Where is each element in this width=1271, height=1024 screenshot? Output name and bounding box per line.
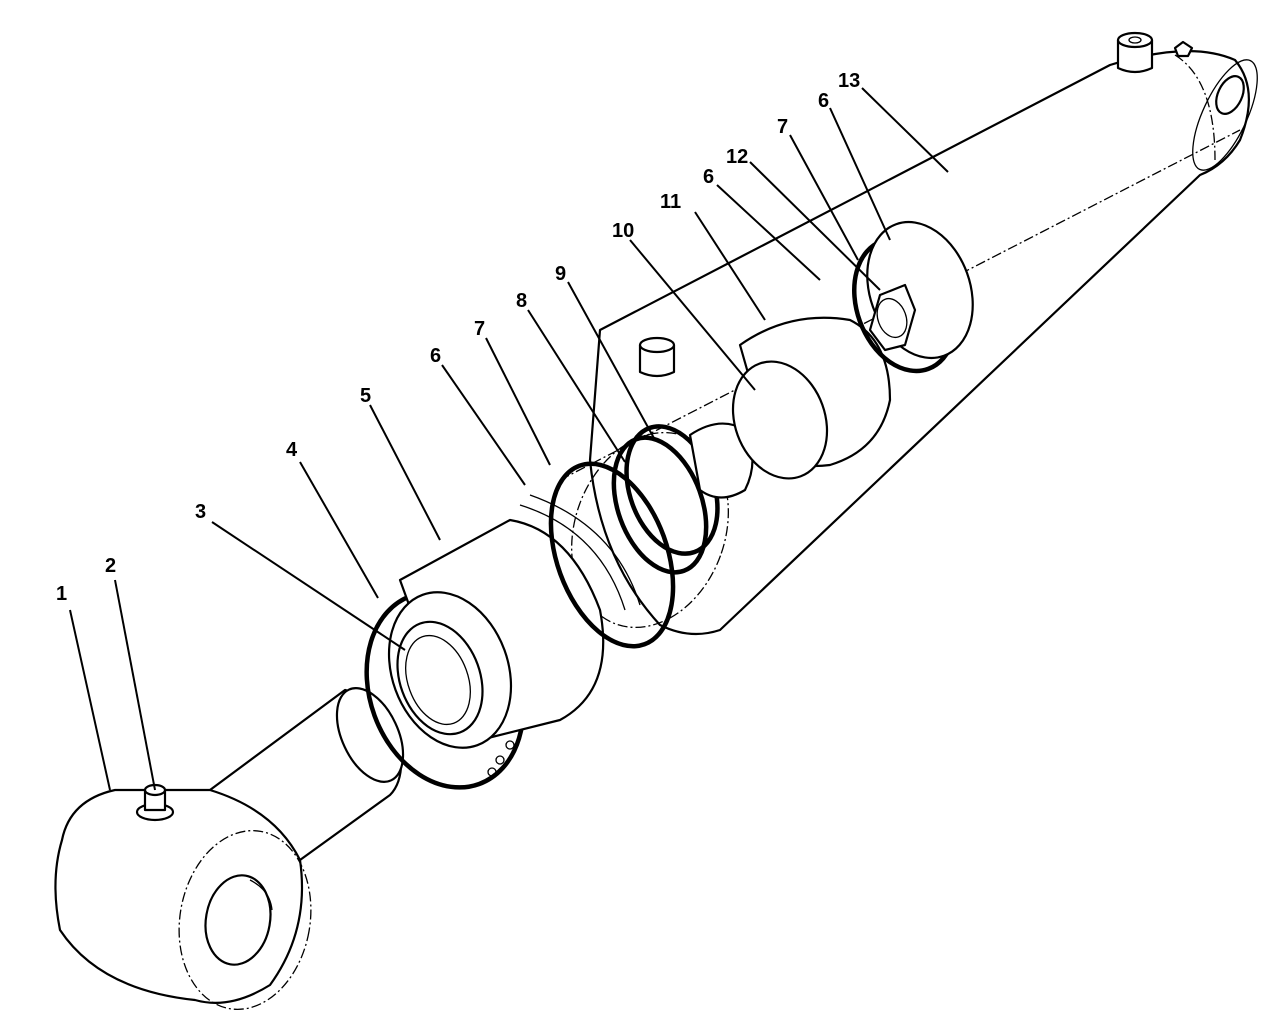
callout-13: 13 — [838, 70, 860, 92]
callout-labels: 1 2 3 4 5 6 7 8 9 10 11 6 12 7 6 13 — [56, 70, 860, 605]
callout-10: 10 — [612, 220, 634, 242]
callout-6c: 6 — [818, 90, 829, 112]
piston-assembly — [688, 220, 974, 499]
callout-5: 5 — [360, 385, 371, 407]
callout-1: 1 — [56, 583, 67, 605]
callout-12: 12 — [726, 146, 748, 168]
callout-6b: 6 — [703, 166, 714, 188]
callout-3: 3 — [195, 501, 206, 523]
callout-4: 4 — [286, 439, 298, 461]
gland-assembly — [364, 424, 720, 790]
callout-6: 6 — [430, 345, 441, 367]
leader-lines — [69, 87, 949, 791]
callout-8: 8 — [516, 290, 527, 312]
callout-7: 7 — [474, 318, 485, 340]
callout-9: 9 — [555, 263, 566, 285]
rod-eye — [54, 687, 405, 1010]
callout-11: 11 — [660, 191, 681, 213]
callout-7b: 7 — [777, 116, 788, 138]
callout-2: 2 — [105, 555, 116, 577]
